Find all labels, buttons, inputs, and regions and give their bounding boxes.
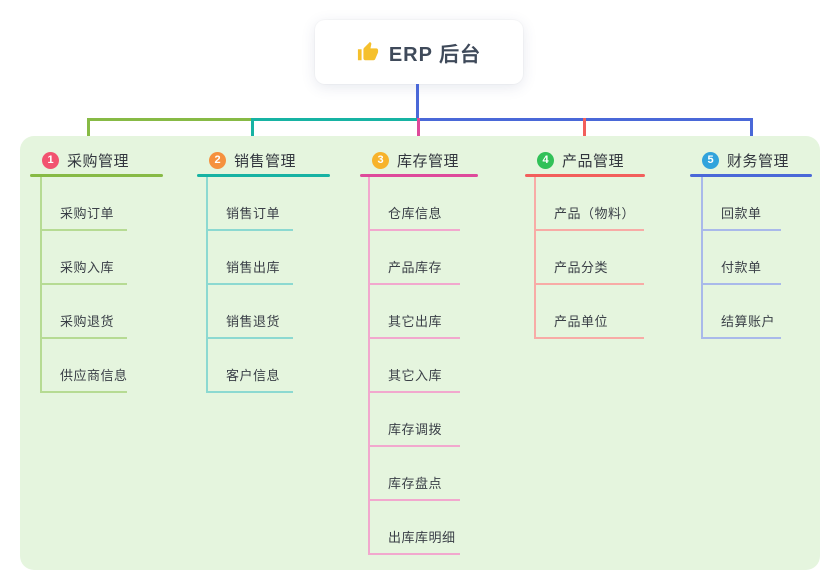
child-item[interactable]: 采购退货 (42, 285, 127, 339)
child-item-label: 采购入库 (60, 260, 115, 275)
branch-underline-connector (525, 174, 645, 177)
child-item-label: 库存调拨 (388, 422, 443, 437)
child-item[interactable]: 库存调拨 (370, 393, 460, 447)
drop-connector-1 (87, 118, 90, 144)
rail-segment-teal (251, 118, 418, 121)
child-item-label: 其它出库 (388, 314, 443, 329)
drop-connector-2 (251, 118, 254, 144)
branch-4: 4 产品管理产品（物料） 产品分类产品单位 (525, 146, 645, 339)
child-item[interactable]: 回款单 (703, 177, 781, 231)
branch-label: 销售管理 (234, 152, 297, 170)
branch-node-5[interactable]: 5 财务管理 (690, 146, 812, 174)
child-item-label: 回款单 (721, 206, 762, 221)
branch-label: 财务管理 (727, 152, 790, 170)
branch-number-badge: 3 (372, 151, 389, 169)
thumbs-up-icon (357, 41, 378, 61)
branches-panel (20, 136, 820, 570)
child-item[interactable]: 采购入库 (42, 231, 127, 285)
child-item[interactable]: 销售出库 (208, 231, 293, 285)
child-item-label: 产品（物料） (554, 206, 636, 221)
child-item-label: 产品单位 (554, 314, 609, 329)
child-item-label: 仓库信息 (388, 206, 443, 221)
branch-node-3[interactable]: 3 库存管理 (360, 146, 478, 174)
drop-connector-4 (583, 118, 586, 144)
child-item-label: 采购订单 (60, 206, 115, 221)
child-item[interactable]: 其它入库 (370, 339, 460, 393)
branch-underline-connector (30, 174, 163, 177)
branch-node-1[interactable]: 1 采购管理 (30, 146, 163, 174)
drop-connector-5 (750, 118, 753, 144)
child-item[interactable]: 销售订单 (208, 177, 293, 231)
child-item[interactable]: 结算账户 (703, 285, 781, 339)
child-item-label: 结算账户 (721, 314, 776, 329)
branch-1: 1 采购管理采购订单采购入库采购退货供应商信息 (30, 146, 163, 393)
branch-children: 采购订单采购入库采购退货供应商信息 (40, 177, 163, 393)
child-item-label: 出库库明细 (388, 530, 456, 545)
branch-node-2[interactable]: 2 销售管理 (197, 146, 330, 174)
child-item[interactable]: 客户信息 (208, 339, 293, 393)
child-item[interactable]: 出库库明细 (370, 501, 460, 555)
child-item-label: 产品库存 (388, 260, 443, 275)
child-item[interactable]: 其它出库 (370, 285, 460, 339)
branch-underline-connector (197, 174, 330, 177)
branch-number-badge: 1 (42, 151, 59, 169)
child-item-label: 库存盘点 (388, 476, 443, 491)
branch-label: 产品管理 (562, 152, 625, 170)
branch-number-badge: 5 (702, 151, 719, 169)
child-item[interactable]: 供应商信息 (42, 339, 127, 393)
child-item-label: 采购退货 (60, 314, 115, 329)
child-item[interactable]: 采购订单 (42, 177, 127, 231)
child-item-label: 销售出库 (226, 260, 281, 275)
branch-children: 产品（物料） 产品分类产品单位 (534, 177, 645, 339)
root-stem-connector (416, 84, 419, 121)
branch-children: 回款单付款单结算账户 (701, 177, 812, 339)
child-item[interactable]: 产品单位 (536, 285, 644, 339)
drop-connector-3 (417, 118, 420, 144)
branch-node-4[interactable]: 4 产品管理 (525, 146, 645, 174)
child-item[interactable]: 仓库信息 (370, 177, 460, 231)
branch-underline-connector (360, 174, 478, 177)
branch-3: 3 库存管理仓库信息产品库存其它出库其它入库库存调拨库存盘点出库库明细 (360, 146, 478, 555)
branch-2: 2 销售管理销售订单销售出库销售退货客户信息 (197, 146, 330, 393)
child-item[interactable]: 产品（物料） (536, 177, 644, 231)
child-item[interactable]: 产品库存 (370, 231, 460, 285)
child-item-label: 客户信息 (226, 368, 281, 383)
child-item-label: 供应商信息 (60, 368, 128, 383)
child-item-label: 销售退货 (226, 314, 281, 329)
child-item[interactable]: 库存盘点 (370, 447, 460, 501)
branch-children: 仓库信息产品库存其它出库其它入库库存调拨库存盘点出库库明细 (368, 177, 478, 555)
child-item-label: 销售订单 (226, 206, 281, 221)
child-item-label: 付款单 (721, 260, 762, 275)
child-item[interactable]: 产品分类 (536, 231, 644, 285)
branch-label: 采购管理 (67, 152, 130, 170)
branch-children: 销售订单销售出库销售退货客户信息 (206, 177, 330, 393)
branch-5: 5 财务管理回款单付款单结算账户 (690, 146, 812, 339)
branch-number-badge: 4 (537, 151, 554, 169)
child-item-label: 产品分类 (554, 260, 609, 275)
branch-label: 库存管理 (397, 152, 460, 170)
root-node-label: ERP 后台 (388, 43, 482, 66)
child-item-label: 其它入库 (388, 368, 443, 383)
branch-number-badge: 2 (209, 151, 226, 169)
rail-segment-green (87, 118, 251, 121)
root-node[interactable]: ERP 后台 (315, 20, 523, 84)
child-item[interactable]: 销售退货 (208, 285, 293, 339)
child-item[interactable]: 付款单 (703, 231, 781, 285)
branch-underline-connector (690, 174, 812, 177)
